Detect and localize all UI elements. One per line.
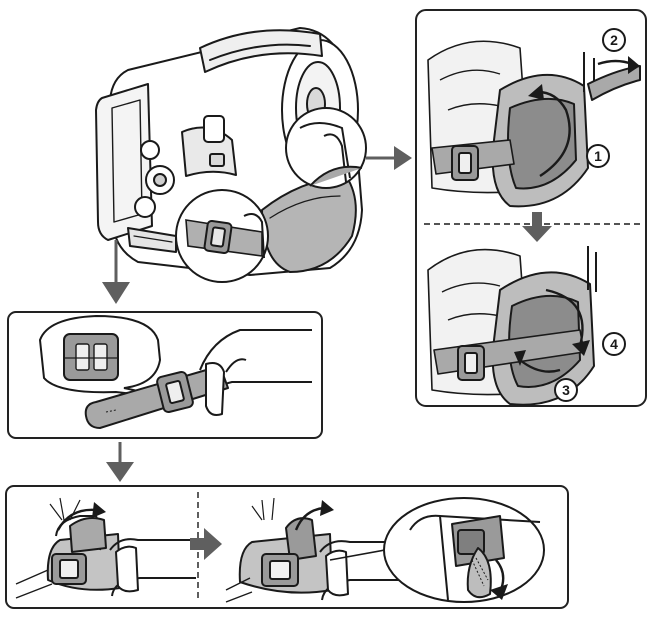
step-badge-3: 3 <box>554 378 578 402</box>
curved-arrow-step-4 <box>545 288 584 347</box>
arrow-head-step-1 <box>528 84 544 100</box>
camcorder-overview <box>95 27 363 276</box>
zoom-oval-velcro <box>383 497 545 603</box>
step-label-1: 1 <box>594 148 602 164</box>
scene-steps-3-4 <box>427 246 597 406</box>
flow-arrow-to-panel-top-right <box>366 146 412 170</box>
flow-arrow-to-panel-bottom <box>106 442 134 482</box>
step-badge-1: 1 <box>586 144 610 168</box>
flow-arrow-to-panel-buckle <box>102 240 130 304</box>
flow-arrow-down-inner <box>522 212 552 242</box>
arrow-head-tuck-left <box>92 502 106 518</box>
zoom-circle-front-loop <box>285 107 367 189</box>
panel-strap-threading: 2 1 <box>415 9 647 407</box>
arrow-head-step-3 <box>514 350 526 366</box>
scene-tuck-strap-left <box>15 497 196 599</box>
panel-finish-strap <box>5 485 569 609</box>
step-label-3: 3 <box>562 382 570 398</box>
step-label-2: 2 <box>610 32 618 48</box>
arrow-step-3 <box>519 359 561 373</box>
scene-steps-1-2 <box>427 40 641 208</box>
step-badge-4: 4 <box>602 332 626 356</box>
arrow-head-press-velcro <box>490 584 508 600</box>
buckle-strap-scene <box>84 329 312 429</box>
flow-arrow-right-inner <box>190 528 222 560</box>
curved-arrow-pull-center <box>294 506 325 531</box>
arrow-head-step-2 <box>628 56 640 74</box>
arrow-head-pull-center <box>320 500 334 516</box>
scene-pull-strap-center <box>225 497 404 603</box>
curved-arrow-step-1 <box>537 90 571 178</box>
step-badge-2: 2 <box>602 28 626 52</box>
zoom-circle-rear-buckle <box>175 189 269 283</box>
panel-buckle-detail <box>7 311 323 439</box>
buckle-callout <box>38 314 171 399</box>
step-label-4: 4 <box>610 336 618 352</box>
arrow-head-step-4 <box>572 340 590 356</box>
curved-arrow-tuck-left <box>56 508 97 531</box>
